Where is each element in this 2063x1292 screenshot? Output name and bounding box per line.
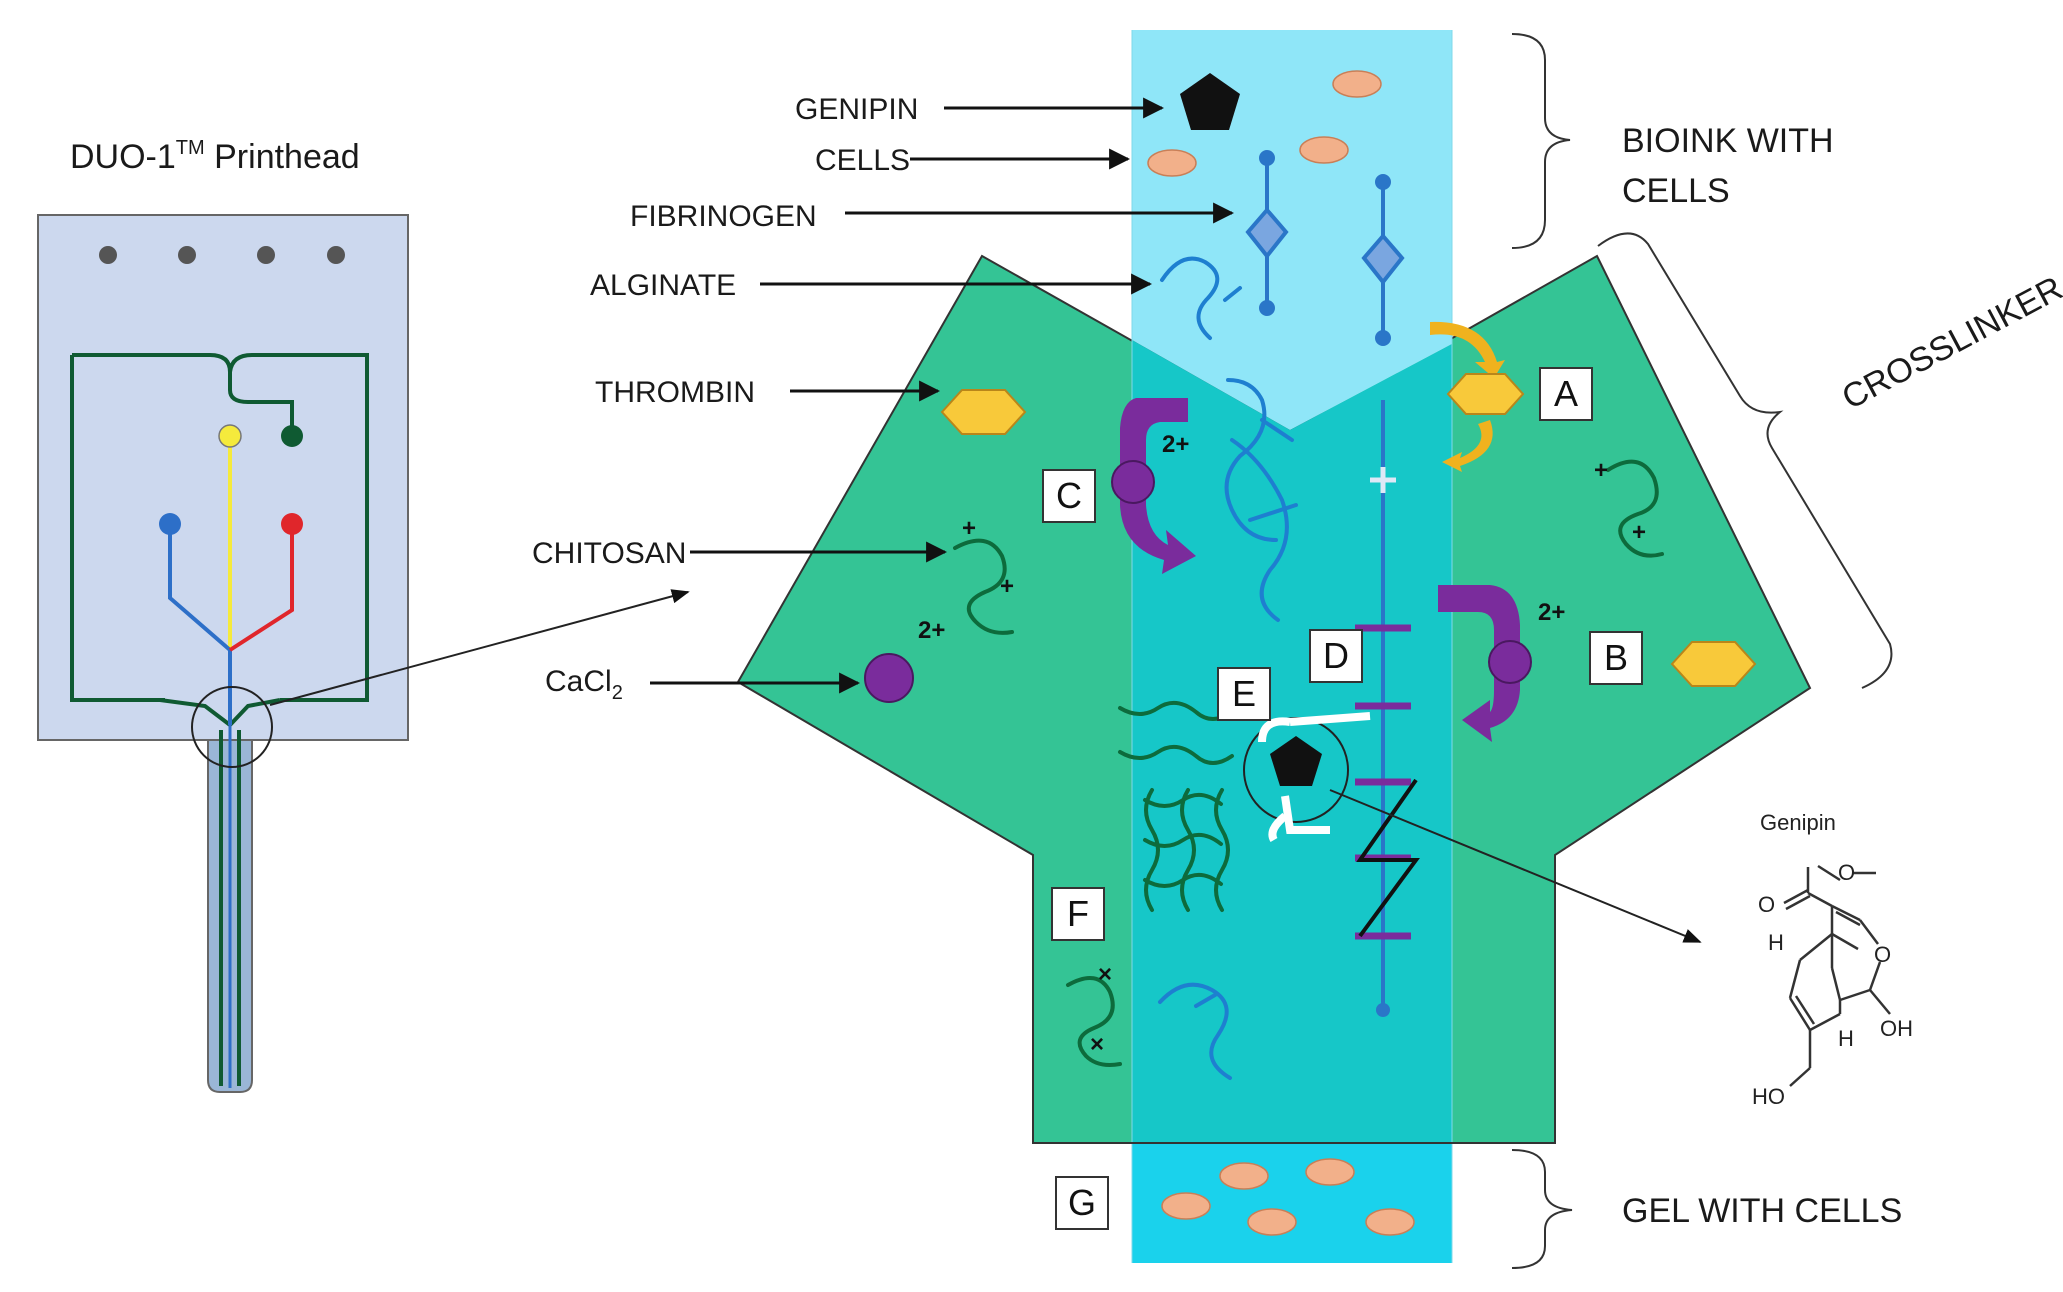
svg-text:G: G xyxy=(1068,1182,1096,1223)
label-alginate: ALGINATE xyxy=(590,269,1153,302)
atom-o-methyl: O xyxy=(1838,860,1855,885)
label-thrombin: THROMBIN xyxy=(595,376,941,409)
atom-o-carbonyl: O xyxy=(1758,892,1775,917)
thrombin-free-icon xyxy=(1670,641,1757,687)
chitosan-strands xyxy=(953,459,1664,1067)
step-box-e: E xyxy=(1217,667,1271,721)
svg-text:D: D xyxy=(1323,635,1349,676)
channel-port-red-icon xyxy=(281,513,303,535)
svg-text:2+: 2+ xyxy=(1538,599,1565,626)
printhead-ports xyxy=(99,246,345,264)
chitosan-crosslink-mark-2: × xyxy=(1090,1031,1104,1058)
alginate-strands xyxy=(1158,256,1298,1080)
atom-o-ring: O xyxy=(1874,942,1891,967)
channel-port-yellow-icon xyxy=(218,424,242,448)
svg-text:CHITOSAN: CHITOSAN xyxy=(532,537,686,570)
svg-text:CaCl2: CaCl2 xyxy=(545,665,623,704)
calcium-step-c: 2+ xyxy=(1111,398,1196,574)
calcium-ion-icon: 2+ xyxy=(864,617,945,703)
gel-cells xyxy=(1161,1158,1415,1236)
svg-text:E: E xyxy=(1232,673,1256,714)
label-cells: CELLS xyxy=(815,144,1131,177)
group-oh: OH xyxy=(1880,1016,1913,1041)
step-box-g: G xyxy=(1055,1176,1109,1230)
nozzle-zoom-circle xyxy=(191,686,273,768)
crosslinking-diagram: 2+ 2+ 2+ + + + + × xyxy=(532,30,2063,1269)
svg-text:F: F xyxy=(1067,893,1089,934)
step-box-c: C xyxy=(1042,469,1096,523)
fibrinogen-molecules xyxy=(1245,150,1405,346)
bioink-cells xyxy=(1147,70,1382,177)
thrombin-activation-arrow xyxy=(1430,321,1525,472)
svg-text:GENIPIN: GENIPIN xyxy=(795,93,918,126)
label-gel-with-cells: GEL WITH CELLS xyxy=(1622,1192,1902,1230)
svg-text:FIBRINOGEN: FIBRINOGEN xyxy=(630,200,817,233)
genipin-molecule-icon xyxy=(1180,73,1240,130)
chitosan-crosslink-mark-1: × xyxy=(1098,961,1112,988)
svg-text:A: A xyxy=(1554,373,1578,414)
brace-crosslinker xyxy=(1597,232,1893,689)
channel-port-blue-icon xyxy=(159,513,181,535)
svg-text:2+: 2+ xyxy=(1162,431,1189,458)
atom-h-top: H xyxy=(1768,930,1784,955)
group-ho: HO xyxy=(1752,1084,1785,1109)
label-crosslinker: CROSSLINKER xyxy=(1836,269,2063,417)
svg-text:CELLS: CELLS xyxy=(815,144,910,177)
zoom-pointer-line xyxy=(269,589,690,706)
chitosan-charge-1: + xyxy=(962,515,976,542)
step-box-a: A xyxy=(1539,367,1593,421)
label-chitosan: CHITOSAN xyxy=(532,537,948,570)
svg-text:B: B xyxy=(1604,637,1628,678)
printhead-body xyxy=(37,214,409,741)
printhead-title: DUO-1TM Printhead xyxy=(70,137,360,176)
atom-h-bottom: H xyxy=(1838,1026,1854,1051)
genipin-reaction xyxy=(1243,712,1702,943)
label-fibrinogen: FIBRINOGEN xyxy=(630,200,1235,233)
step-box-f: F xyxy=(1051,887,1105,941)
svg-text:THROMBIN: THROMBIN xyxy=(595,376,755,409)
svg-text:ALGINATE: ALGINATE xyxy=(590,269,736,302)
chitosan-charge-4: + xyxy=(1632,519,1646,546)
printhead-channels xyxy=(70,353,369,727)
label-bioink-line1: BIOINK WITH xyxy=(1622,122,1834,160)
genipin-structure-title: Genipin xyxy=(1760,810,1836,835)
fibrin-chain xyxy=(1355,400,1420,1017)
label-bioink-line2: CELLS xyxy=(1622,172,1730,210)
step-box-b: B xyxy=(1589,631,1643,685)
genipin-chemical-structure: Genipin xyxy=(1752,810,1913,1109)
brace-bioink xyxy=(1511,33,1571,249)
printhead: DUO-1TM Printhead xyxy=(37,137,690,1093)
step-box-d: D xyxy=(1309,629,1363,683)
svg-text:C: C xyxy=(1056,475,1082,516)
channel-port-green-icon xyxy=(281,425,303,447)
label-genipin: GENIPIN xyxy=(795,93,1165,126)
brace-gel xyxy=(1511,1149,1573,1269)
chitosan-charge-2: + xyxy=(1000,573,1014,600)
chitosan-charge-3: + xyxy=(1594,457,1608,484)
svg-text:2+: 2+ xyxy=(918,617,945,644)
calcium-step-b: 2+ xyxy=(1438,585,1565,742)
label-cacl2: CaCl2 xyxy=(545,665,861,704)
thrombin-molecule-icon xyxy=(940,389,1027,435)
printhead-nozzle xyxy=(207,725,253,1093)
